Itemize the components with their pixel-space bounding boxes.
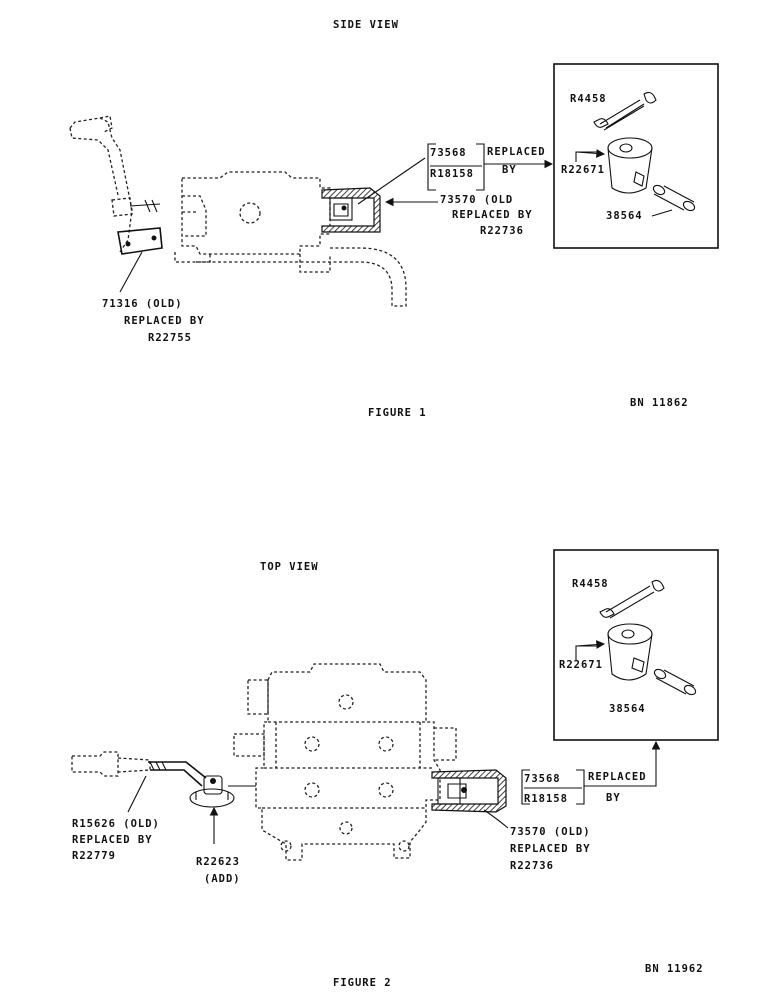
lever-bracket xyxy=(117,227,163,255)
rod-label-line1: R15626 (OLD) xyxy=(72,818,160,830)
figure2-drawing xyxy=(71,549,719,861)
inset2-spring-label: R4458 xyxy=(572,578,609,590)
figure1-code: BN 11862 xyxy=(630,397,689,409)
rod-R15626 xyxy=(148,761,207,787)
sleeve-label-line3: R22736 xyxy=(480,225,524,237)
figure2-view-title: TOP VIEW xyxy=(260,561,319,573)
fig2-part-R18158-label: R18158 xyxy=(524,793,568,805)
inset1-pin-label: 38564 xyxy=(606,210,643,222)
inset2-pin-label: 38564 xyxy=(609,703,646,715)
sleeve-label-line2: REPLACED BY xyxy=(452,209,533,221)
figure1-drawing xyxy=(69,63,719,307)
figure1-caption: FIGURE 1 xyxy=(368,407,427,419)
fig2-sleeve-line1: 73570 (OLD) xyxy=(510,826,591,838)
fig2-part-73568-label: 73568 xyxy=(524,773,561,785)
add-part-label-line1: R22623 xyxy=(196,856,240,868)
lever-label-line3: R22755 xyxy=(148,332,192,344)
rod-label-line3: R22779 xyxy=(72,850,116,862)
fig2-sleeve-line3: R22736 xyxy=(510,860,554,872)
figure2-caption: FIGURE 2 xyxy=(333,977,392,989)
lever-label-line1: 71316 (OLD) xyxy=(102,298,183,310)
inset-box-2 xyxy=(553,549,719,741)
lever-label-line2: REPLACED BY xyxy=(124,315,205,327)
inset-box-1 xyxy=(553,63,719,249)
sleeve-73570-top xyxy=(431,769,507,813)
inset2-spool-end-label: R22671 xyxy=(559,659,603,671)
figure1-view-title: SIDE VIEW xyxy=(333,19,399,31)
fig2-sleeve-line2: REPLACED BY xyxy=(510,843,591,855)
inset1-spool-end-label: R22671 xyxy=(561,164,605,176)
inset1-spring-label: R4458 xyxy=(570,93,607,105)
rod-label-line2: REPLACED BY xyxy=(72,834,153,846)
figure2-code: BN 11962 xyxy=(645,963,704,975)
sleeve-label-line1: 73570 (OLD xyxy=(440,194,514,206)
replaced-by-line2: BY xyxy=(502,164,517,176)
replaced-by-line1: REPLACED xyxy=(487,146,546,158)
fig2-replaced-line2: BY xyxy=(606,792,621,804)
part-R18158-label: R18158 xyxy=(430,168,474,180)
part-73568-label: 73568 xyxy=(430,147,467,159)
add-part-label-line2: (ADD) xyxy=(204,873,241,885)
fig2-replaced-line1: REPLACED xyxy=(588,771,647,783)
